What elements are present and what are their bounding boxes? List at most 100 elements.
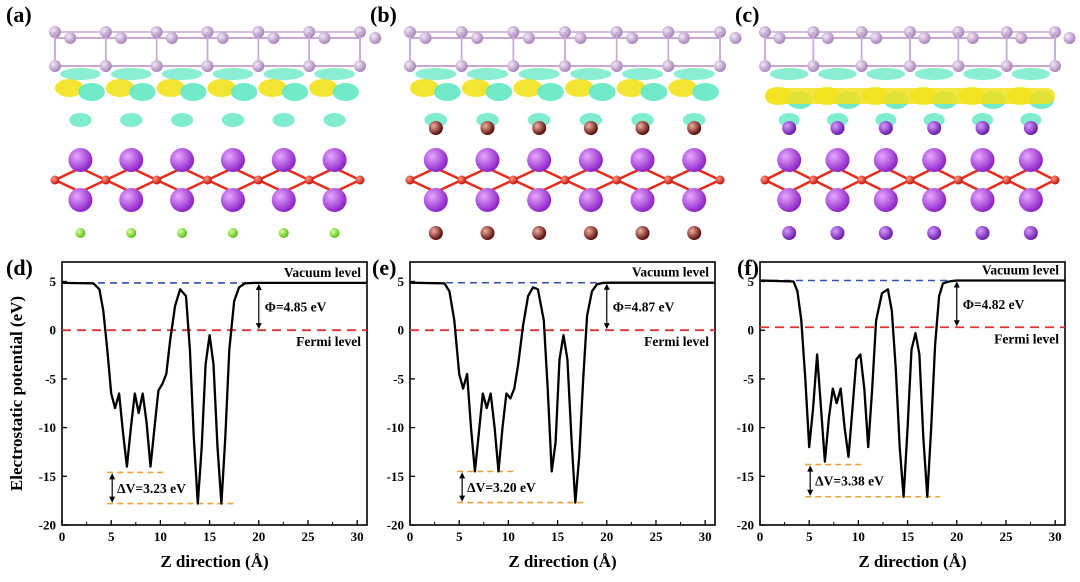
charge-depletion-cloud xyxy=(78,83,105,101)
charge-accumulation-cloud xyxy=(105,79,135,97)
oxygen-atom xyxy=(253,175,263,185)
charge-depletion-cloud xyxy=(631,113,654,127)
metal-atom xyxy=(119,148,144,172)
surface-atom xyxy=(532,121,547,135)
oxygen-atom xyxy=(808,175,818,185)
x-tick-label: 25 xyxy=(999,529,1013,544)
surface-atom xyxy=(830,121,845,135)
y-tick-label: -15 xyxy=(737,469,755,484)
y-tick-label: -10 xyxy=(737,420,754,435)
top-atom xyxy=(918,32,931,44)
x-tick-label: 0 xyxy=(59,529,66,544)
top-atom xyxy=(455,60,468,72)
x-axis-title: Z direction (Å) xyxy=(858,552,966,571)
charge-depletion-cloud xyxy=(415,68,457,80)
bottom-atom xyxy=(583,226,598,240)
charge-depletion-cloud xyxy=(640,83,668,101)
metal-atom xyxy=(825,148,850,172)
charge-depletion-cloud xyxy=(866,68,906,80)
panel-label-c: (c) xyxy=(735,2,759,27)
oxygen-atom xyxy=(101,175,111,185)
panel-label-f: (f) xyxy=(737,255,759,280)
x-tick-label: 5 xyxy=(108,529,115,544)
charge-depletion-cloud xyxy=(537,83,564,101)
top-atom xyxy=(115,32,128,44)
top-atom xyxy=(99,60,112,72)
charge-depletion-cloud xyxy=(110,68,152,80)
panel-label-d: (d) xyxy=(6,255,33,280)
bottom-atom xyxy=(532,226,547,240)
x-tick-label: 30 xyxy=(1049,529,1062,544)
top-atom xyxy=(714,60,726,72)
metal-atom xyxy=(682,148,707,172)
top-atom xyxy=(759,60,771,72)
bottom-atom xyxy=(687,226,702,240)
metal-atom xyxy=(220,188,245,212)
charge-depletion-cloud xyxy=(579,113,603,127)
top-atom xyxy=(303,60,316,72)
charge-depletion-cloud xyxy=(263,68,305,80)
fermi-level-label: Fermi level xyxy=(296,334,361,349)
metal-atom xyxy=(423,188,448,212)
top-atom xyxy=(821,32,834,44)
top-atom xyxy=(318,32,331,44)
metal-atom xyxy=(527,188,552,212)
bottom-atom xyxy=(75,228,86,238)
charge-depletion-cloud xyxy=(692,83,719,101)
charge-depletion-cloud xyxy=(588,83,616,101)
delta-v-label: ΔV=3.23 eV xyxy=(117,481,186,496)
charge-depletion-cloud xyxy=(272,113,295,127)
charge-depletion-cloud xyxy=(281,83,309,101)
metal-atom xyxy=(170,188,195,212)
oxygen-atom xyxy=(760,175,770,185)
x-tick-label: 15 xyxy=(203,529,217,544)
work-function-arrowhead xyxy=(255,283,262,290)
bottom-atom xyxy=(975,226,990,240)
top-atom xyxy=(870,32,883,44)
top-atom xyxy=(729,32,742,44)
charge-accumulation-cloud xyxy=(461,79,491,97)
x-axis-title: Z direction (Å) xyxy=(508,552,616,571)
delta-v-arrowhead xyxy=(109,496,116,503)
top-atom xyxy=(201,60,214,72)
charge-depletion-cloud xyxy=(180,83,207,101)
charge-depletion-cloud xyxy=(314,68,355,80)
work-function-arrowhead xyxy=(953,281,960,288)
charge-depletion-cloud xyxy=(161,68,203,80)
charge-accumulation-cloud xyxy=(668,79,698,97)
bottom-atom xyxy=(177,228,188,238)
potential-curve xyxy=(759,279,1065,498)
surface-atom xyxy=(583,121,598,135)
y-tick-label: -5 xyxy=(743,371,754,386)
top-atom xyxy=(1015,32,1028,44)
y-tick-label: -10 xyxy=(387,420,404,435)
charge-depletion-cloud xyxy=(1011,68,1051,80)
charge-depletion-cloud xyxy=(485,83,513,101)
x-tick-label: 5 xyxy=(456,529,463,544)
charge-depletion-cloud xyxy=(120,113,143,127)
x-tick-label: 0 xyxy=(407,529,414,544)
charge-depletion-cloud xyxy=(323,113,346,127)
y-tick-label: -10 xyxy=(39,420,56,435)
top-atom xyxy=(559,60,571,72)
top-atom xyxy=(1063,32,1076,44)
surface-atom xyxy=(1023,121,1038,135)
charge-depletion-cloud xyxy=(914,68,954,80)
potential-curve xyxy=(61,281,367,505)
top-atom xyxy=(952,60,965,72)
top-atom xyxy=(773,32,786,44)
top-atom xyxy=(150,60,163,72)
top-atom xyxy=(369,32,382,44)
x-tick-label: 25 xyxy=(301,529,315,544)
oxygen-atom xyxy=(355,175,365,185)
charge-accumulation-cloud xyxy=(207,79,236,97)
x-tick-label: 10 xyxy=(154,529,167,544)
plot-frame xyxy=(61,261,368,526)
plot-frame xyxy=(759,261,1066,526)
top-atom xyxy=(471,32,484,44)
y-tick-label: 5 xyxy=(398,274,405,289)
top-atom xyxy=(677,32,690,44)
top-atom xyxy=(807,60,820,72)
